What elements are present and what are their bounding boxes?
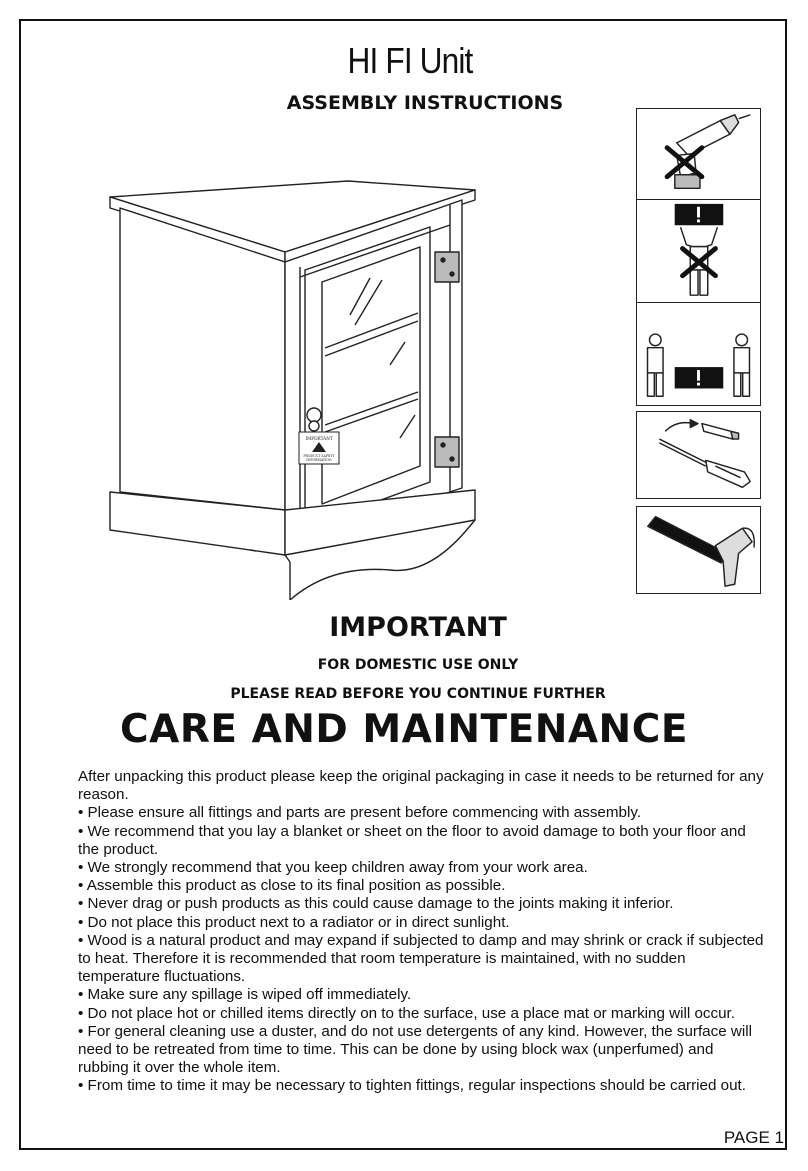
care-bullet: • For general cleaning use a duster, and…	[78, 1022, 752, 1077]
page-number: PAGE 1	[723, 1128, 784, 1147]
door-label-line2: PRODUCT SAFETY	[303, 454, 335, 458]
document-subtitle: ASSEMBLY INSTRUCTIONS	[286, 92, 564, 114]
care-bullet: • We recommend that you lay a blanket or…	[78, 822, 746, 858]
door-label-line3: INFORMATION	[306, 458, 332, 462]
do-not-lift-alone-icon	[636, 199, 761, 303]
read-before-notice: PLEASE READ BEFORE YOU CONTINUE FURTHER	[230, 686, 606, 702]
care-bullet: • Please ensure all fittings and parts a…	[78, 804, 642, 822]
care-instructions: After unpacking this product please keep…	[78, 768, 768, 1096]
screwdriver-icon	[636, 411, 761, 499]
door-label-heading: IMPORTANT	[305, 436, 333, 441]
no-power-drill-icon	[636, 108, 761, 200]
hifi-cabinet-illustration: IMPORTANT PRODUCT SAFETY INFORMATION	[109, 180, 476, 600]
care-bullet: • We strongly recommend that you keep ch…	[78, 859, 588, 877]
document-title: HI FI Unit	[347, 40, 474, 81]
page-border	[19, 19, 787, 1150]
care-bullet: • Assemble this product as close to its …	[78, 877, 506, 895]
care-heading: CARE AND MAINTENANCE	[120, 707, 688, 752]
two-person-lift-icon	[636, 302, 761, 406]
care-bullet: • Make sure any spillage is wiped off im…	[78, 986, 412, 1004]
care-bullet: • Do not place this product next to a ra…	[78, 913, 510, 931]
care-intro: After unpacking this product please keep…	[78, 768, 764, 804]
domestic-use-notice: FOR DOMESTIC USE ONLY	[317, 657, 519, 673]
important-heading: IMPORTANT	[329, 612, 507, 643]
care-bullet: • From time to time it may be necessary …	[78, 1077, 746, 1095]
care-bullet: • Never drag or push products as this co…	[78, 895, 674, 913]
care-bullet: • Wood is a natural product and may expa…	[78, 931, 764, 986]
care-bullet: • Do not place hot or chilled items dire…	[78, 1004, 735, 1022]
hammer-icon	[636, 506, 761, 594]
